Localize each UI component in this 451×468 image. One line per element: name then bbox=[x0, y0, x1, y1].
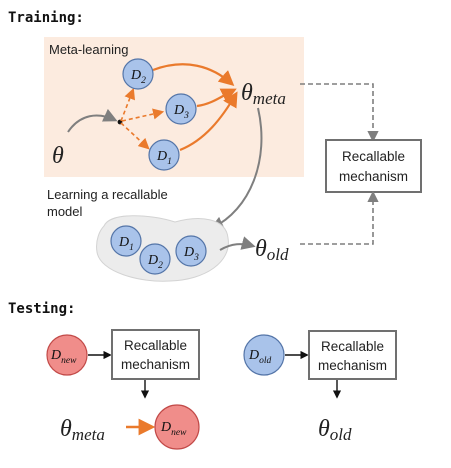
svg-text:Dnew: Dnew bbox=[50, 348, 77, 366]
theta-meta-to-blob-arrow bbox=[209, 107, 263, 230]
svg-text:D2: D2 bbox=[147, 253, 163, 271]
theta-old-to-box-dashed-arrow bbox=[300, 190, 379, 245]
testing-heading: Testing: bbox=[8, 301, 75, 317]
recallable-mechanism-box-test-new: Recallable mechanism bbox=[111, 329, 200, 380]
svg-text:Dold: Dold bbox=[248, 348, 272, 366]
svg-text:D3: D3 bbox=[183, 245, 199, 263]
node-d2-blob: D2 bbox=[139, 243, 171, 275]
theta-to-branch-arrow bbox=[67, 108, 118, 133]
recallable-mechanism-box-training: Recallable mechanism bbox=[325, 139, 422, 193]
node-d-old-input: Dold bbox=[243, 334, 285, 376]
svg-text:D1: D1 bbox=[118, 235, 134, 253]
svg-text:Dnew: Dnew bbox=[160, 420, 187, 438]
node-d-new-input: Dnew bbox=[46, 334, 88, 376]
branch-to-d2-dashed-arrow bbox=[120, 87, 135, 122]
recallable-mechanism-box-test-old: Recallable mechanism bbox=[308, 330, 397, 380]
svg-text:Recallable: Recallable bbox=[124, 338, 187, 353]
svg-text:Recallable: Recallable bbox=[321, 339, 384, 354]
node-d3-blob: D3 bbox=[175, 235, 207, 267]
svg-text:mechanism: mechanism bbox=[318, 358, 387, 373]
blob-to-theta-old-arrow bbox=[219, 236, 256, 251]
node-d1-meta: D1 bbox=[148, 139, 180, 171]
theta-meta-to-box-dashed-arrow bbox=[300, 83, 379, 143]
d2-to-theta-meta-arrow bbox=[152, 63, 235, 87]
recallable-model-label-line1: Learning a recallable bbox=[47, 187, 168, 202]
theta-old-output: θold bbox=[318, 416, 352, 444]
theta-symbol: θ bbox=[52, 143, 64, 169]
branch-to-d1-dashed-arrow bbox=[120, 122, 150, 150]
svg-text:mechanism: mechanism bbox=[339, 169, 408, 184]
svg-text:Recallable: Recallable bbox=[342, 149, 405, 164]
svg-text:D1: D1 bbox=[156, 149, 172, 167]
theta-meta-symbol: θmeta bbox=[241, 80, 286, 108]
recallable-model-label-line2: model bbox=[47, 204, 83, 219]
d1-to-theta-meta-arrow bbox=[179, 91, 238, 152]
node-d1-blob: D1 bbox=[110, 225, 142, 257]
svg-text:D3: D3 bbox=[173, 103, 189, 121]
node-d-new-output: Dnew bbox=[154, 404, 200, 450]
svg-text:D2: D2 bbox=[130, 68, 146, 86]
theta-old-symbol: θold bbox=[255, 236, 289, 264]
svg-text:mechanism: mechanism bbox=[121, 357, 190, 372]
training-heading: Training: bbox=[8, 10, 84, 26]
theta-meta-output: θmeta bbox=[60, 416, 105, 444]
node-d3-meta: D3 bbox=[165, 93, 197, 125]
node-d2-meta: D2 bbox=[122, 58, 154, 90]
meta-learning-label: Meta-learning bbox=[49, 42, 129, 57]
